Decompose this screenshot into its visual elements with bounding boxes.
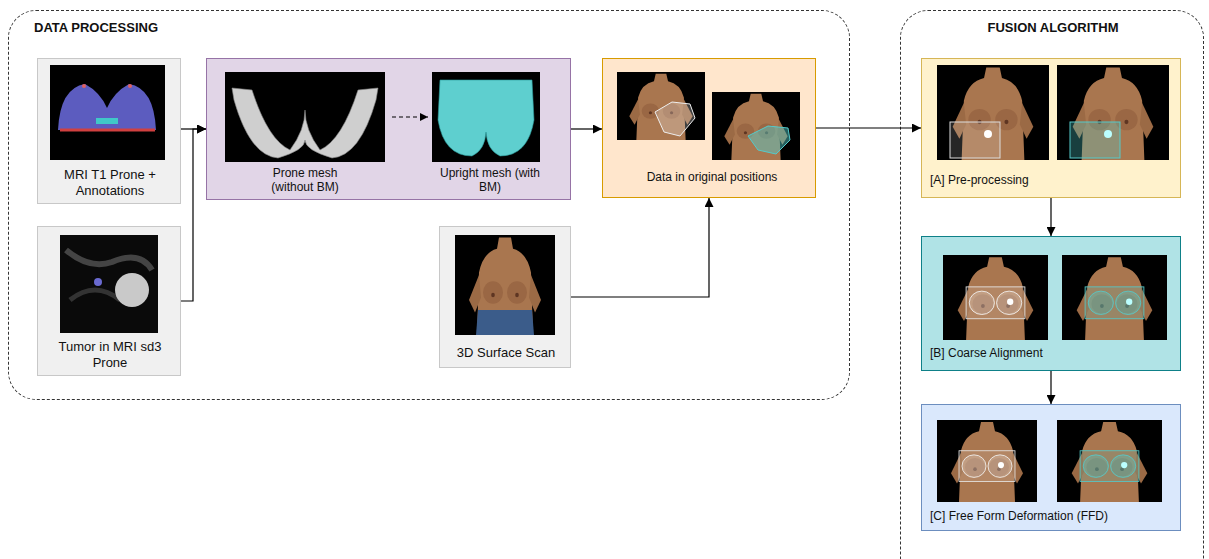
text-holder: [B] Coarse Alignment (930, 346, 1170, 360)
box-label: 3D Surface Scan (440, 345, 572, 361)
box-label: Upright mesh (with BM) (438, 166, 542, 195)
flow-arrow (816, 127, 921, 128)
step-box: [C] Free Form Deformation (FFD) (921, 404, 1181, 531)
group-box: DATA PROCESSING MRI T1 Prone + Annotation… (8, 10, 850, 400)
box-label: Data in original positions (622, 170, 802, 184)
text-holder: [C] Free Form Deformation (FFD) (930, 509, 1170, 523)
data-box: Data in original positions (602, 58, 816, 198)
text-holder: 3D Surface Scan (440, 345, 572, 361)
step-box: [B] Coarse Alignment (921, 236, 1181, 371)
flow-arrow (181, 128, 206, 129)
flow-arrow (571, 198, 709, 297)
box-label: MRI T1 Prone + Annotations (38, 167, 182, 198)
box-label: [A] Pre-processing (930, 173, 1170, 187)
flow-arrow (571, 128, 602, 129)
text-holder: [A] Pre-processing (930, 173, 1170, 187)
box-label: [C] Free Form Deformation (FFD) (930, 509, 1170, 523)
input-box: MRI T1 Prone + Annotations (37, 58, 181, 204)
mesh-box: Prone mesh (without BM) Upright mesh (wit… (206, 58, 571, 200)
group-title: DATA PROCESSING (34, 20, 234, 36)
flow-arrow (181, 129, 206, 301)
text-holder: Upright mesh (with BM) (438, 166, 542, 195)
text-holder: Tumor in MRI sd3 Prone (48, 339, 172, 370)
group-title: FUSION ALGORITHM (921, 20, 1185, 36)
text-holder: FUSION ALGORITHM (921, 20, 1185, 36)
flow-arrow (1050, 198, 1051, 236)
box-label: [B] Coarse Alignment (930, 346, 1170, 360)
text-holder: Data in original positions (622, 170, 802, 184)
step-box: [A] Pre-processing (921, 58, 1181, 198)
group-box: FUSION ALGORITHM [A] Pre-processing [B] Co… (900, 10, 1204, 559)
text-holder: Prone mesh (without BM) (255, 166, 355, 195)
box-label: Prone mesh (without BM) (255, 166, 355, 195)
input-box: 3D Surface Scan (439, 226, 571, 368)
text-holder: MRI T1 Prone + Annotations (38, 167, 182, 198)
flow-arrow (1050, 371, 1051, 404)
text-holder: DATA PROCESSING (34, 20, 234, 36)
box-label: Tumor in MRI sd3 Prone (48, 339, 172, 370)
input-box: Tumor in MRI sd3 Prone (37, 226, 181, 376)
